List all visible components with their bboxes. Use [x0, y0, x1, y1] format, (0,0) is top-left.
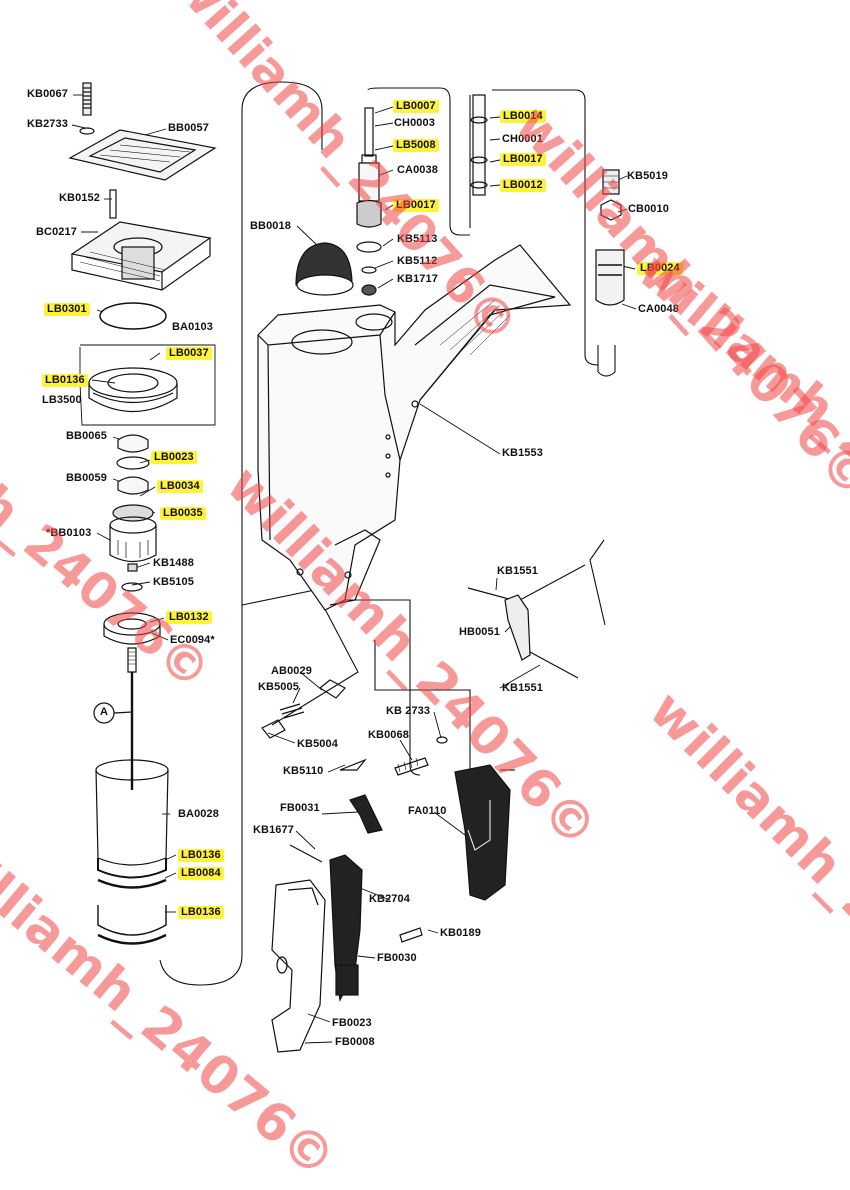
part-label-ca0038: CA0038 [397, 164, 438, 176]
part-label-kb0189: KB0189 [440, 927, 481, 939]
part-label-ec0094: EC0094* [170, 634, 215, 646]
part-label-kb1553: KB1553 [502, 447, 543, 459]
part-label-kb2704: KB2704 [369, 893, 410, 905]
part-label-kb5112: KB5112 [397, 255, 438, 267]
part-label-kb5019: KB5019 [627, 170, 668, 182]
part-label-lb3500: LB3500 [42, 394, 82, 406]
left-column-parts [68, 82, 217, 945]
part-label-kb-2733: KB 2733 [386, 705, 431, 717]
part-label-lb0084: LB0084 [178, 867, 224, 880]
part-label-kb2733: KB2733 [27, 118, 68, 130]
part-label-kb5110: KB5110 [283, 765, 324, 777]
part-label-lb0037: LB0037 [166, 347, 212, 360]
part-label-lb0034: LB0034 [157, 480, 203, 493]
part-label-fb0008: FB0008 [335, 1036, 375, 1048]
part-label-lb0023: LB0023 [151, 451, 197, 464]
part-label-fa0110: FA0110 [408, 805, 447, 817]
part-label-bb0057: BB0057 [168, 122, 209, 134]
part-label-lb0014: LB0014 [500, 110, 546, 123]
part-label-lb0301: LB0301 [44, 303, 90, 316]
part-label-lb0007: LB0007 [393, 100, 439, 113]
part-label-ba0028: BA0028 [178, 808, 219, 820]
part-label-lb0017: LB0017 [393, 199, 439, 212]
part-label-lb0136: LB0136 [42, 374, 88, 387]
part-label-kb0068: KB0068 [368, 729, 409, 741]
part-label-kb1551: KB1551 [502, 682, 543, 694]
part-label-ab0029: AB0029 [271, 665, 312, 677]
parts-illustration [68, 81, 637, 1053]
part-label-kb5005: KB5005 [258, 681, 299, 693]
part-label-lb0136: LB0136 [178, 906, 224, 919]
part-label-ch0003: CH0003 [394, 117, 435, 129]
part-label-hb0051: HB0051 [459, 626, 500, 638]
part-label-bb0103: *BB0103 [46, 527, 92, 539]
part-label-kb5004: KB5004 [297, 738, 338, 750]
part-label-kb5113: KB5113 [397, 233, 438, 245]
part-label-ba0103: BA0103 [172, 321, 213, 333]
part-label-lb0024: LB0024 [637, 262, 683, 275]
part-label-kb1551: KB1551 [497, 565, 538, 577]
part-label-fb0030: FB0030 [377, 952, 417, 964]
part-label-lb0012: LB0012 [500, 179, 546, 192]
part-label-fb0031: FB0031 [280, 802, 320, 814]
part-label-lb0017: LB0017 [500, 153, 546, 166]
part-label-bb0065: BB0065 [66, 430, 107, 442]
part-label-lb0132: LB0132 [166, 611, 212, 624]
part-label-kb1717: KB1717 [397, 273, 438, 285]
part-label-ca0048: CA0048 [638, 303, 679, 315]
part-label-bb0018: BB0018 [250, 220, 291, 232]
part-label-fb0023: FB0023 [332, 1017, 372, 1029]
part-label-cb0010: CB0010 [628, 203, 669, 215]
part-label-bb0059: BB0059 [66, 472, 107, 484]
top-center-parts [295, 94, 625, 306]
flow-paths [159, 81, 616, 986]
right-group-parts [261, 587, 579, 1053]
tool-housing [257, 244, 572, 611]
part-label-kb1488: KB1488 [153, 557, 194, 569]
part-label-lb0136: LB0136 [178, 849, 224, 862]
part-label-lb0035: LB0035 [160, 507, 206, 520]
callout-a-label: A [100, 706, 109, 718]
part-label-kb0152: KB0152 [59, 192, 100, 204]
part-label-kb5105: KB5105 [153, 576, 194, 588]
part-label-lb5008: LB5008 [393, 139, 439, 152]
part-label-kb1677: KB1677 [253, 824, 294, 836]
part-label-ch0001: CH0001 [502, 133, 543, 145]
part-label-bc0217: BC0217 [36, 226, 77, 238]
part-label-kb0067: KB0067 [27, 88, 68, 100]
